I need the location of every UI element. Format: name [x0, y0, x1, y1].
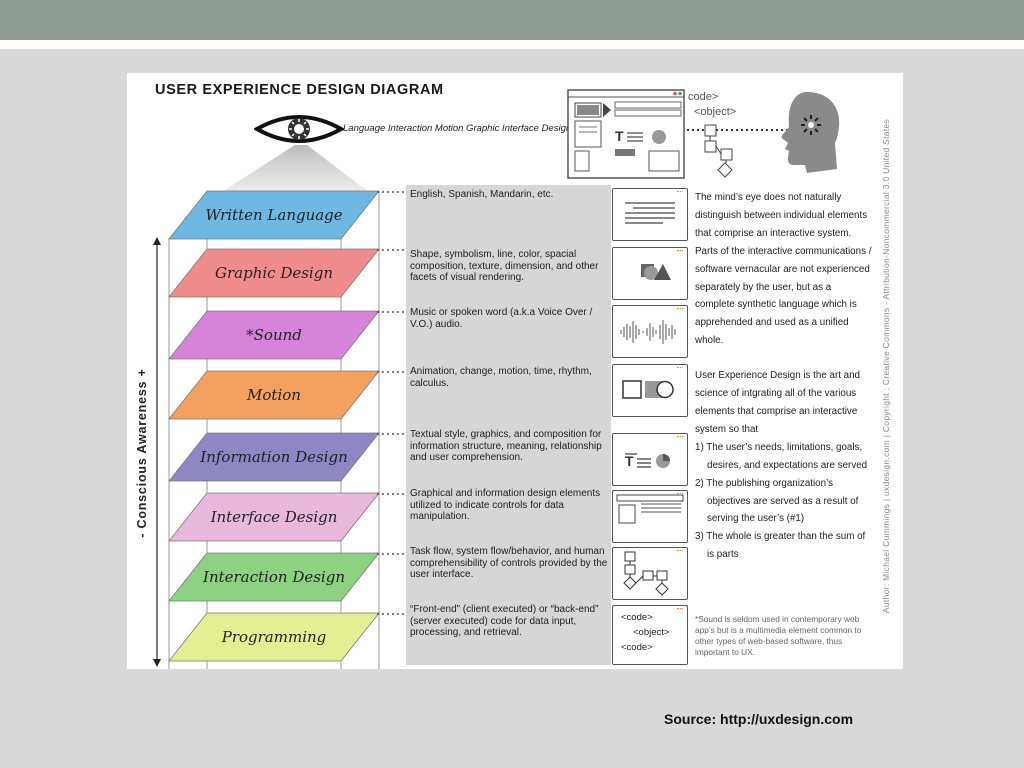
- layer-description-motion: Animation, change, motion, time, rhythm,…: [410, 366, 592, 389]
- eye-icon: [254, 115, 344, 143]
- vision-cone: [209, 145, 379, 200]
- header-object-tag: <object>: [694, 106, 737, 118]
- graphic-design-icon-box: [612, 247, 688, 300]
- layer-label-written-language: Written Language: [205, 206, 343, 224]
- shapes-icon: [641, 264, 671, 280]
- slide-header-bar: [0, 0, 1024, 40]
- layer-description-written-language: English, Spanish, Mandarin, etc.: [410, 189, 554, 200]
- ux-diagram-figure: USER EXPERIENCE DESIGN DIAGRAM Language …: [127, 73, 903, 669]
- list-item-3: 3) The whole is greater than the sum of …: [695, 531, 866, 561]
- sound-footnote: *Sound is seldom used in contemporary we…: [695, 614, 862, 657]
- layer-label-interface-design: Interface Design: [210, 508, 338, 526]
- layer-description-sound: Music or spoken word (a.k.a Voice Over /…: [410, 307, 593, 330]
- interface-layout-icon: [616, 494, 684, 524]
- conscious-awareness-label: - Conscious Awareness +: [127, 233, 157, 669]
- interface-design-icon-box: [612, 490, 688, 543]
- layer-plane-programming: [168, 612, 380, 662]
- layer-label-sound: *Sound: [246, 326, 302, 344]
- svg-text:T: T: [625, 453, 634, 469]
- diagram-title: USER EXPERIENCE DESIGN DIAGRAM: [155, 82, 444, 98]
- list-item-2: 2) The publishing organization’s objecti…: [695, 477, 859, 525]
- copyright-vertical: Author: Michael Cummings | uxdesign.com …: [876, 73, 896, 664]
- awareness-arrow-up: [153, 237, 161, 245]
- written-language-icon-box: [612, 188, 688, 241]
- conscious-awareness-text: - Conscious Awareness +: [135, 368, 149, 538]
- toggle-motion-icon: [622, 380, 674, 399]
- awareness-arrow-down: [153, 659, 161, 667]
- source-caption: Source: http://uxdesign.com: [664, 711, 854, 727]
- layer-label-information-design: Information Design: [200, 448, 348, 466]
- object-tag: <object>: [633, 627, 670, 638]
- information-design-icon-box: T: [612, 433, 688, 486]
- flow-connector-icon: [687, 124, 797, 178]
- layer-description-interaction-design: Task flow, system flow/behavior, and hum…: [410, 546, 608, 581]
- paragraph-ux-definition: User Experience Design is the art and sc…: [695, 370, 860, 435]
- list-item-1: 1) The user’s needs, limitations, goals,…: [695, 441, 868, 471]
- header-code-tag: code>: [688, 91, 719, 103]
- screen-wireframe-icon: T: [567, 89, 685, 179]
- layer-plane-information-design: [168, 432, 380, 482]
- copyright-text: Author: Michael Cummings | uxdesign.com …: [881, 118, 891, 614]
- info-layout-icon: T: [625, 453, 670, 469]
- programming-icon-box: <code> <object> <code>: [612, 605, 688, 665]
- layer-plane-sound: [168, 310, 380, 360]
- text-page-icon: [625, 202, 675, 224]
- layer-description-graphic-design: Shape, symbolism, line, color, spacial c…: [410, 249, 599, 284]
- slide-header-divider: [0, 40, 1024, 49]
- layer-label-graphic-design: Graphic Design: [215, 264, 333, 282]
- layer-description-programming: “Front-end” (client executed) or “back-e…: [410, 604, 599, 639]
- layer-plane-motion: [168, 370, 380, 420]
- layer-plane-graphic-design: [168, 248, 380, 298]
- description-column: [406, 185, 611, 665]
- layer-label-interaction-design: Interaction Design: [203, 568, 345, 586]
- code-tag-2: <code>: [621, 642, 653, 653]
- motion-icon-box: [612, 364, 688, 417]
- svg-text:T: T: [615, 128, 624, 144]
- layer-plane-written-language: [168, 190, 380, 240]
- layer-description-information-design: Textual style, graphics, and composition…: [410, 429, 602, 464]
- right-explanation: The mind’s eye does not naturally distin…: [695, 189, 873, 564]
- sound-icon-box: [612, 305, 688, 358]
- layer-plane-interface-design: [168, 492, 380, 542]
- layer-stack: [153, 190, 407, 669]
- code-tag-1: <code>: [621, 612, 653, 623]
- eye-caption: Language Interaction Motion Graphic Inte…: [343, 123, 571, 134]
- flowchart-icon: [623, 551, 669, 596]
- layer-label-programming: Programming: [221, 628, 327, 646]
- human-head-icon: [781, 92, 840, 173]
- layer-description-interface-design: Graphical and information design element…: [410, 488, 601, 523]
- paragraph-minds-eye: The mind’s eye does not naturally distin…: [695, 192, 872, 347]
- layer-label-motion: Motion: [247, 386, 301, 404]
- layer-plane-interaction-design: [168, 552, 380, 602]
- interaction-design-icon-box: [612, 547, 688, 600]
- waveform-icon: [620, 320, 676, 344]
